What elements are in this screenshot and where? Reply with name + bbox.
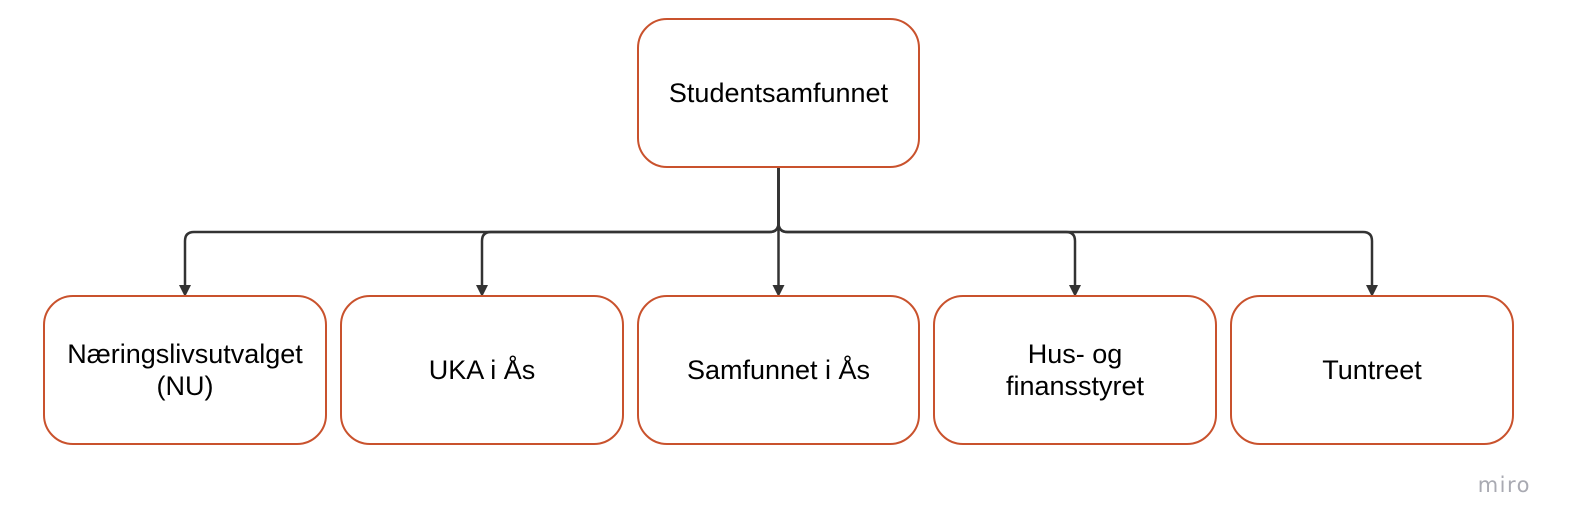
node-tuntreet[interactable]: Tuntreet bbox=[1230, 295, 1514, 445]
edge-to-uka-i-as bbox=[476, 168, 780, 297]
node-uka-i-as[interactable]: UKA i Ås bbox=[340, 295, 624, 445]
node-samfunnet-i-as[interactable]: Samfunnet i Ås bbox=[637, 295, 920, 445]
node-label: Studentsamfunnet bbox=[668, 78, 889, 108]
node-label: Tuntreet bbox=[1322, 355, 1422, 385]
node-studentsamfunnet[interactable]: Studentsamfunnet bbox=[637, 18, 920, 168]
node-hus-og-finansstyret[interactable]: Hus- og finansstyret bbox=[933, 295, 1217, 445]
node-label: Samfunnet i Ås bbox=[686, 355, 871, 385]
node-naeringslivsutvalget[interactable]: Næringslivsutvalget (NU) bbox=[43, 295, 327, 445]
node-label: UKA i Ås bbox=[428, 355, 536, 385]
edge-to-tuntreet bbox=[777, 168, 1378, 297]
node-label: Hus- og finansstyret bbox=[1005, 339, 1145, 401]
node-label: Næringslivsutvalget (NU) bbox=[67, 339, 303, 401]
miro-watermark: miro bbox=[1477, 473, 1531, 497]
